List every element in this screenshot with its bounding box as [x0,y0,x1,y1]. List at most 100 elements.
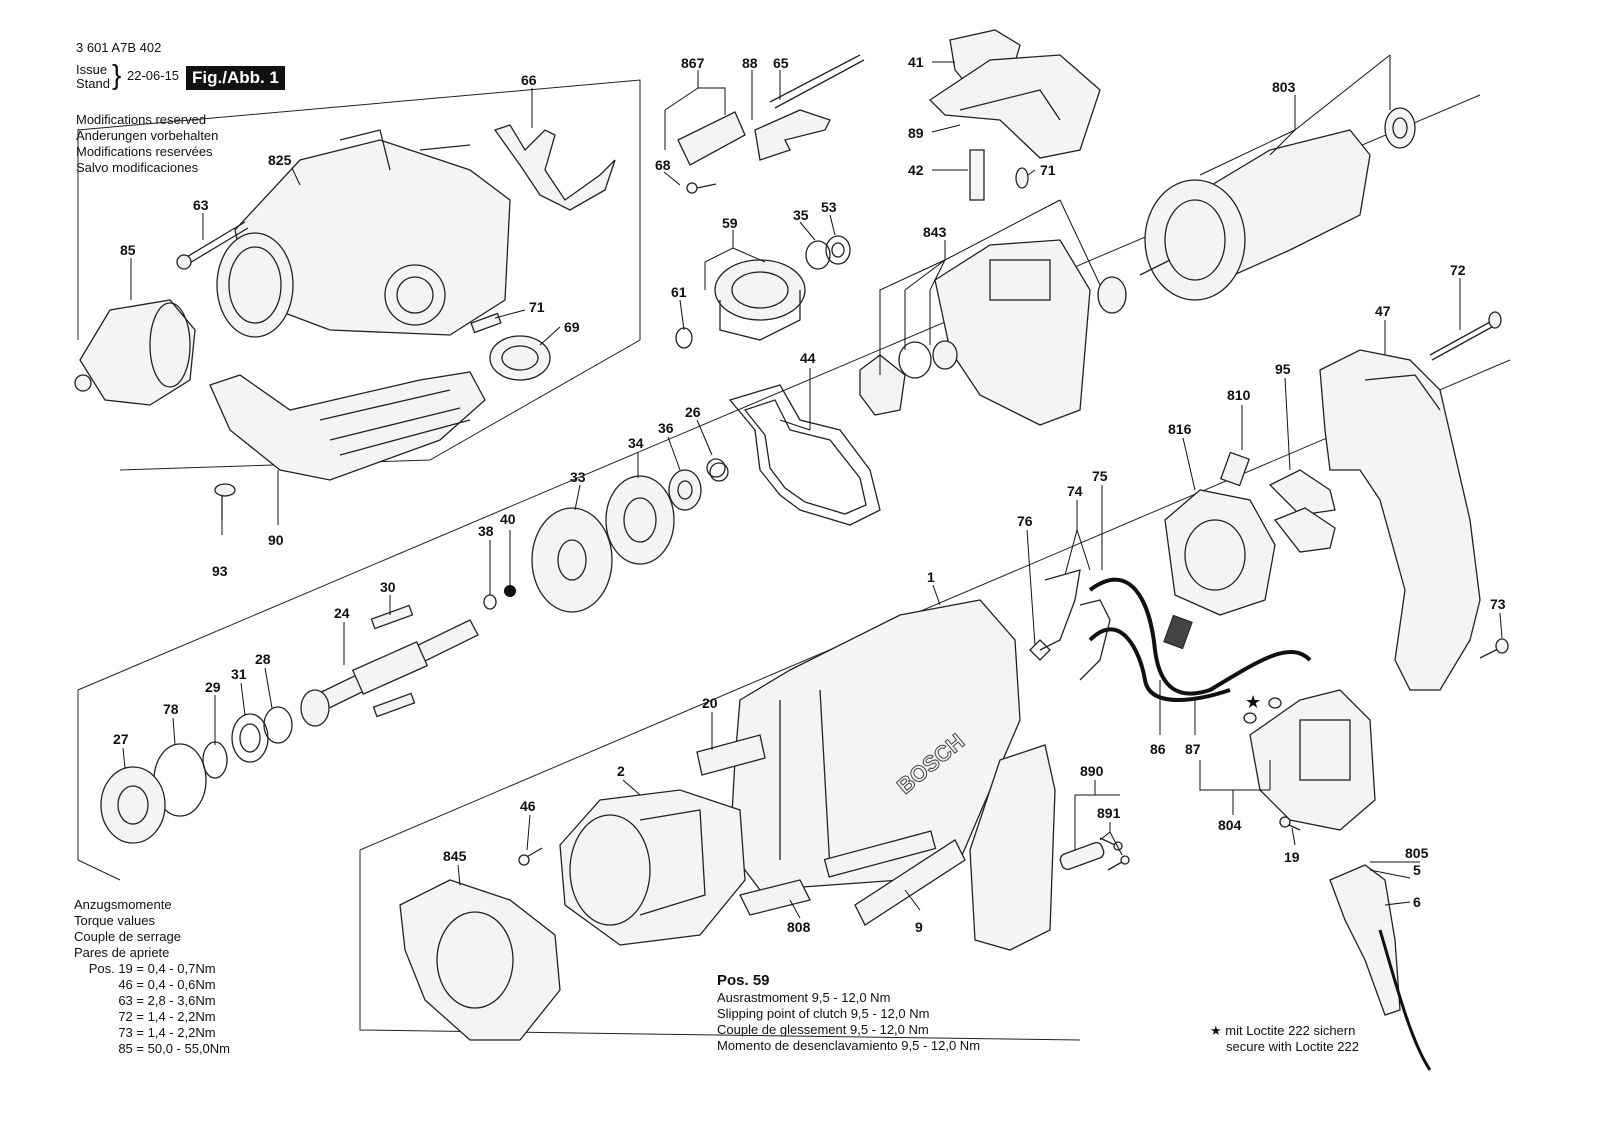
callout-26: 26 [685,404,701,420]
bearing-housing-843-part [859,239,1127,426]
brush-plate-816-part [1164,489,1276,616]
callout-803: 803 [1272,79,1296,95]
callout-89: 89 [908,125,924,141]
torque-row: Pos. 19 = 0,4 - 0,7Nm [74,961,230,977]
insert-95-part [1268,469,1336,553]
callout-46: 46 [520,798,536,814]
loctite-screw-part [1243,697,1282,724]
issue-date: 22-06-15 [127,68,180,83]
key-30-lower-part [372,692,416,718]
torque-row: 72 = 1,4 - 2,2Nm [74,1009,230,1025]
callout-68: 68 [655,157,671,173]
torque-heading: Couple de serrage [74,929,181,944]
callout-95: 95 [1275,361,1291,377]
callout-804: 804 [1218,817,1242,833]
callout-36: 36 [658,420,674,436]
callout-19: 19 [1284,849,1300,865]
torque-value: 1,4 - 2,2Nm [147,1009,216,1024]
bearing-36-part [668,469,702,511]
pos59-clutch-note: Pos. 59 Ausrastmoment 9,5 - 12,0 Nm Slip… [717,972,980,1054]
callout-66: 66 [521,72,537,88]
torque-value: 2,8 - 3,6Nm [147,993,216,1008]
note-line: Änderungen vorbehalten [76,128,219,143]
frame-middle [77,690,121,881]
gear-33-part [531,507,613,613]
key-30-upper-part [370,604,414,630]
lamp-71-part [1015,167,1029,189]
callout-24: 24 [334,605,350,621]
callout-69: 69 [564,319,580,335]
callout-93: 93 [212,563,228,579]
callout-71-upper: 71 [529,299,545,315]
housing-cover-part [209,371,486,481]
callout-90: 90 [268,532,284,548]
callout-816: 816 [1168,421,1192,437]
contact-76-part [1029,639,1051,661]
pos59-line: Ausrastmoment 9,5 - 12,0 Nm [717,990,891,1005]
torque-row: 46 = 0,4 - 0,6Nm [74,977,230,993]
ring-38-part [483,594,497,610]
air-guide-845-part [399,879,561,1041]
switch-804-part [1249,689,1376,831]
armature-803-part [1139,107,1416,301]
callout-61: 61 [671,284,687,300]
note-line: Modifications reservées [76,144,213,159]
frame-lower-diagonal [359,359,1511,851]
torque-heading: Pares de apriete [74,945,170,960]
callout-85: 85 [120,242,136,258]
note-line: Modifications reserved [76,112,207,127]
callout-47: 47 [1375,303,1391,319]
washer-35-part [805,240,831,270]
key-68-part [686,182,717,194]
torque-pos: 72 = [118,1009,144,1024]
cable-86-part [1088,577,1312,696]
callout-9: 9 [915,919,923,935]
torque-row: 85 = 50,0 - 55,0Nm [74,1041,230,1057]
callout-72: 72 [1450,262,1466,278]
torque-value: 50,0 - 55,0Nm [147,1041,230,1056]
frame-lower [359,850,1081,1041]
callout-810: 810 [1227,387,1251,403]
handle-47-part [1319,349,1481,691]
bearing-27-part [100,766,166,844]
callout-845: 845 [443,848,467,864]
callout-20: 20 [702,695,718,711]
callout-75: 75 [1092,468,1108,484]
bracket-88-part [754,109,831,161]
label-9-part [854,839,966,926]
pos59-title: Pos. 59 [717,972,770,989]
callout-40: 40 [500,511,516,527]
loctite-line-de: mit Loctite 222 sichern [1225,1023,1356,1038]
callout-41: 41 [908,54,924,70]
clutch-59-part [714,259,806,341]
label-20-part [696,734,766,776]
loctite-line-en: secure with Loctite 222 [1226,1039,1359,1054]
torque-pos: 73 = [118,1025,144,1040]
slider-42-part [969,149,985,201]
spindle-24-part [300,619,479,727]
callout-86: 86 [1150,741,1166,757]
callout-5: 5 [1413,862,1421,878]
torque-value: 0,4 - 0,6Nm [147,977,216,992]
torque-values-table: Anzugsmomente Torque values Couple de se… [74,897,230,1057]
torque-pos: 46 = [118,977,144,992]
screw-73-part [1479,638,1509,659]
callout-843: 843 [923,224,947,240]
torque-value: 0,4 - 0,7Nm [147,961,216,976]
torque-pos: 63 = [118,993,144,1008]
screw-19-part [1279,816,1301,831]
label-808-part [739,879,811,916]
screw-63-part [176,221,249,270]
callout-53: 53 [821,199,837,215]
torque-row: 73 = 1,4 - 2,2Nm [74,1025,230,1041]
callout-31: 31 [231,666,247,682]
callout-6: 6 [1413,894,1421,910]
torque-pos: 85 = [118,1041,144,1056]
document-number: 3 601 A7B 402 [76,40,162,55]
screw-93-part [214,483,236,520]
callout-88: 88 [742,55,758,71]
pos59-line: Slipping point of clutch 9,5 - 12,0 Nm [717,1006,930,1021]
callout-63: 63 [193,197,209,213]
torque-pos: Pos. 19 = [88,961,144,976]
